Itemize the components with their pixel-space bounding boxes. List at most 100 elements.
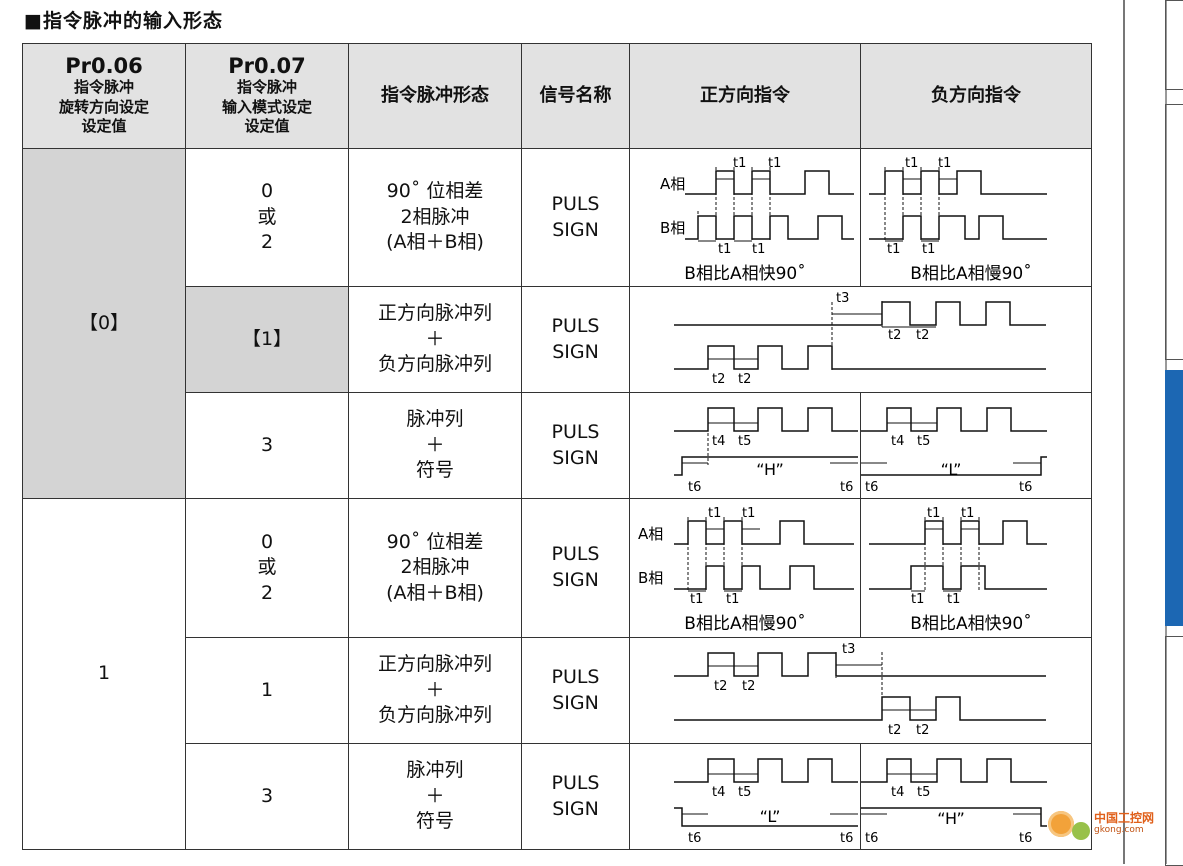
t3-label: t3 [842, 642, 855, 657]
t2-label: t2 [888, 723, 901, 738]
pulse-form-line: (A相＋B相) [386, 231, 484, 254]
header-pr007-line2: 输入模式设定 [221, 97, 312, 116]
pr007-value: 1 [185, 637, 349, 744]
pr007-line: 2 [260, 581, 274, 604]
t2-label: t2 [888, 328, 901, 343]
signal-name: PULS SIGN [521, 637, 630, 744]
t2-label: t2 [916, 328, 929, 343]
signal-line: PULS [551, 314, 600, 337]
pr007-value: 0 或 2 [185, 148, 349, 287]
waveform-diagram: t3 t2 t2 t2 t2 [674, 291, 1046, 387]
t1-label: t1 [708, 506, 721, 521]
t1-label: t1 [927, 506, 940, 521]
signal-line: SIGN [552, 340, 599, 363]
signal-line: PULS [551, 665, 600, 688]
t1-label: t1 [911, 592, 924, 607]
level-label: “L” [941, 460, 962, 479]
t4-label: t4 [891, 785, 904, 800]
pr007-line: 2 [260, 231, 274, 254]
t4-label: t4 [712, 434, 725, 449]
waveform-negative: t4 t5 “L” t6 t6 [860, 392, 1092, 499]
pulse-form-line: 正方向脉冲列 [377, 653, 492, 676]
t6-label: t6 [1019, 480, 1032, 495]
table-row: 【0】 0 或 2 90˚ 位相差 2相脉冲 (A相＋B相) PULS SIGN [22, 148, 1092, 499]
gear-icon [1072, 822, 1090, 840]
t1-label: t1 [938, 156, 951, 171]
waveform-negative: t1 t1 t1 t1 B相比A相快90˚ [860, 498, 1092, 638]
t6-label: t6 [688, 480, 701, 495]
section-title: ■指令脉冲的输入形态 [24, 10, 223, 32]
waveform-positive: A相 B相 t1 t1 t1 t1 B相比A相快90˚ [629, 148, 861, 287]
waveform-negative: t1 t1 t1 t1 B相比A相慢90˚ [860, 148, 1092, 287]
pr007-line: 0 [260, 530, 274, 553]
header-pr006: Pr0.06 指令脉冲 旋转方向设定 设定值 [22, 43, 186, 149]
pr007-line: 或 [257, 205, 277, 228]
signal-line: SIGN [552, 446, 599, 469]
t2-label: t2 [738, 372, 751, 387]
waveform-caption: B相比A相快90˚ [910, 613, 1031, 634]
pulse-form-line: 2相脉冲 [400, 205, 470, 228]
waveform-caption: B相比A相慢90˚ [910, 263, 1031, 284]
waveform-diagram: t4 t5 “H” t6 t6 [674, 407, 858, 495]
waveform-caption: B相比A相慢90˚ [684, 613, 805, 634]
pr007-line: 或 [257, 556, 277, 579]
header-pulse-form: 指令脉冲形态 [348, 43, 522, 149]
header-pr007-line3: 设定值 [244, 117, 290, 136]
page-divider [1123, 0, 1125, 864]
t1-label: t1 [947, 592, 960, 607]
signal-line: SIGN [552, 691, 599, 714]
signal-line: PULS [551, 543, 600, 566]
t1-label: t1 [922, 242, 935, 257]
waveform-diagram: t4 t5 “L” t6 t6 [674, 758, 858, 846]
t6-label: t6 [840, 831, 853, 846]
waveform-diagram: t1 t1 t1 t1 B相比A相慢90˚ [869, 156, 1047, 284]
pr007-line: 0 [260, 180, 274, 203]
t1-label: t1 [726, 592, 739, 607]
side-tab-frame [1165, 636, 1183, 866]
pulse-form-line: 脉冲列 [406, 408, 464, 431]
t6-label: t6 [688, 831, 701, 846]
header-pr007-code: Pr0.07 [228, 54, 306, 79]
header-signal-name: 信号名称 [521, 43, 630, 149]
pulse-form-line: 脉冲列 [406, 759, 464, 782]
watermark-text: 中国工控网 gkong.com [1094, 812, 1154, 835]
t5-label: t5 [917, 434, 930, 449]
pr007-value: 3 [185, 392, 349, 499]
pulse-form: 正方向脉冲列 ＋ 负方向脉冲列 [348, 637, 522, 744]
header-pr006-line3: 设定值 [81, 117, 127, 136]
side-tab-frame [1165, 104, 1183, 360]
header-pr006-line2: 旋转方向设定 [58, 97, 149, 116]
t1-label: t1 [905, 156, 918, 171]
waveform-diagram: t1 t1 t1 t1 B相比A相快90˚ [869, 506, 1047, 634]
signal-name: PULS SIGN [521, 743, 630, 850]
waveform-diagram: t3 t2 t2 t2 t2 [674, 642, 1046, 738]
watermark-url: gkong.com [1094, 824, 1144, 835]
signal-name: PULS SIGN [521, 286, 630, 393]
t1-label: t1 [961, 506, 974, 521]
level-label: “H” [937, 809, 965, 828]
pulse-form: 正方向脉冲列 ＋ 负方向脉冲列 [348, 286, 522, 393]
pulse-form-line: 符号 [415, 459, 454, 482]
watermark: 中国工控网 gkong.com [1048, 808, 1154, 840]
pulse-form-line: 符号 [415, 810, 454, 833]
waveform-both: t3 t2 t2 t2 t2 [629, 637, 1092, 744]
waveform-positive: t4 t5 “L” t6 t6 [629, 743, 861, 850]
side-tab-active [1165, 370, 1183, 626]
signal-name: PULS SIGN [521, 148, 630, 287]
t1-label: t1 [733, 156, 746, 171]
waveform-diagram: t4 t5 “H” t6 t6 [861, 758, 1047, 846]
side-tab-frame [1165, 0, 1183, 90]
a-phase-label: A相 [660, 175, 685, 193]
level-label: “H” [756, 460, 784, 479]
t2-label: t2 [714, 679, 727, 694]
gear-icon [1048, 811, 1074, 837]
waveform-diagram: A相 B相 t1 t1 t1 t1 B相比A相慢90˚ [638, 506, 854, 634]
pulse-form-line: 负方向脉冲列 [377, 704, 492, 727]
pulse-form-line: ＋ [425, 327, 445, 350]
signal-name: PULS SIGN [521, 392, 630, 499]
t4-label: t4 [712, 785, 725, 800]
t4-label: t4 [891, 434, 904, 449]
signal-line: PULS [551, 192, 600, 215]
header-positive-command: 正方向指令 [629, 43, 861, 149]
t1-label: t1 [742, 506, 755, 521]
